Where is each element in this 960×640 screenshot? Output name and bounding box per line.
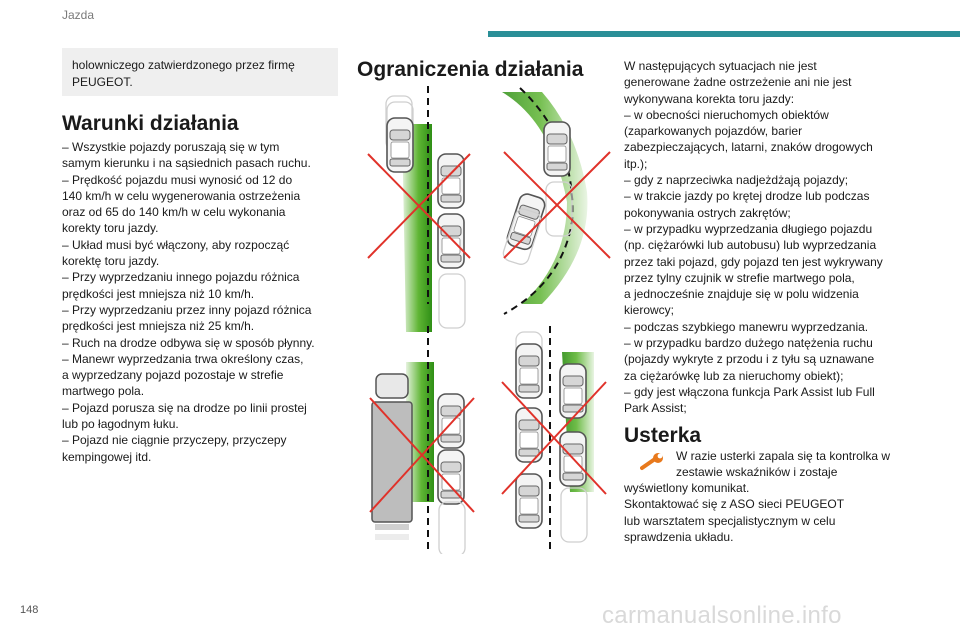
note-box: holowniczego zatwierdzonego przez firmę … <box>62 48 338 96</box>
page-number: 148 <box>20 604 39 616</box>
conditions-text: – Wszystkie pojazdy poruszają się w tym s… <box>62 139 347 465</box>
limits-line: przez taki pojazd, gdy pojazd ten jest w… <box>624 254 883 269</box>
conditions-line: korekty toru jazdy. <box>62 221 159 236</box>
fault-line: wyświetlony komunikat. <box>624 481 750 495</box>
limits-heading: Ograniczenia działania <box>357 58 584 81</box>
conditions-line: a wyprzedzany pojazd pozostaje w strefie <box>62 368 284 383</box>
conditions-line: prędkości jest mniejsza niż 10 km/h. <box>62 286 255 301</box>
limits-line: kierowcy; <box>624 303 675 318</box>
conditions-line: oraz od 65 do 140 km/h w celu wykonania <box>62 205 286 220</box>
conditions-line: – Manewr wyprzedzania trwa określony cza… <box>62 351 304 366</box>
conditions-line: – Pojazd porusza się na drodze po linii … <box>62 400 307 415</box>
fault-line: Skontaktować się z ASO sieci PEUGEOT <box>624 497 845 512</box>
limits-line: pokonywania ostrych zakrętów; <box>624 205 791 220</box>
conditions-line: prędkości jest mniejsza niż 25 km/h. <box>62 319 255 334</box>
note-text: holowniczego zatwierdzonego przez firmę … <box>72 58 295 89</box>
limitations-diagram <box>367 86 611 554</box>
limits-line: W następujących sytuacjach nie jest <box>624 59 817 73</box>
panel-static-objects <box>367 86 471 332</box>
fault-text: wyświetlony komunikat. Skontaktować się z… <box>624 480 914 545</box>
fault-text-indented: W razie usterki zapala się ta kontrolka … <box>676 448 916 481</box>
conditions-line: martwego pola. <box>62 384 145 399</box>
conditions-line: – Układ musi być włączony, aby rozpocząć <box>62 237 290 252</box>
conditions-line: – Prędkość pojazdu musi wynosić od 12 do <box>62 172 293 187</box>
watermark: carmanualsonline.info <box>602 602 842 629</box>
panel-long-vehicle <box>369 326 475 554</box>
limits-line: wykonywana korekta toru jazdy: <box>624 91 795 106</box>
fault-line: sprawdzenia układu. <box>624 529 734 544</box>
panel-curved-road <box>500 87 611 315</box>
limits-line: – podczas szybkiego manewru wyprzedzania… <box>624 319 869 334</box>
conditions-line: lub po łagodnym łuku. <box>62 417 179 432</box>
fault-line: W razie usterki zapala się ta kontrolka … <box>676 449 891 463</box>
panel-heavy-traffic <box>501 326 607 550</box>
limits-line: – gdy jest włączona funkcja Park Assist … <box>624 384 875 399</box>
limits-line: (np. ciężarówki lub autobusu) lub wyprze… <box>624 238 877 253</box>
conditions-line: kempingowej itd. <box>62 449 152 464</box>
fault-line: zestawie wskaźników i zostaje <box>676 465 838 480</box>
conditions-line: – Pojazd nie ciągnie przyczepy, przyczep… <box>62 433 287 448</box>
wrench-icon <box>640 453 663 470</box>
limits-text: W następujących sytuacjach nie jest gener… <box>624 58 924 417</box>
limits-line: – w przypadku bardzo dużego natężenia ru… <box>624 336 873 351</box>
limits-line: za ciężarówkę lub za nieruchomy obiekt); <box>624 368 844 383</box>
fault-heading: Usterka <box>624 424 702 447</box>
conditions-line: – Przy wyprzedzaniu przez inny pojazd ró… <box>62 302 312 317</box>
limits-line: itp.); <box>624 156 648 171</box>
conditions-line: – Wszystkie pojazdy poruszają się w tym <box>62 140 280 154</box>
limits-line: (zaparkowanych pojazdów, barier <box>624 124 803 139</box>
fault-line: lub warsztatem specjalistycznym w celu <box>624 513 836 528</box>
limits-line: zabezpieczających, latarni, znaków drogo… <box>624 140 873 155</box>
limits-line: – gdy z naprzeciwka nadjeżdżają pojazdy; <box>624 173 849 188</box>
conditions-line: – Przy wyprzedzaniu innego pojazdu różni… <box>62 270 300 285</box>
section-title: Jazda <box>62 8 95 22</box>
limits-line: przez tylny czujnik w strefie martwego p… <box>624 270 855 285</box>
limits-line: – w obecności nieruchomych obiektów <box>624 107 829 122</box>
conditions-line: 140 km/h w celu wygenerowania ostrzeżeni… <box>62 188 301 203</box>
conditions-line: – Ruch na drodze odbywa się w sposób pły… <box>62 335 315 350</box>
limits-line: (pojazdy wykryte z przodu i z tyłu są uz… <box>624 352 875 367</box>
limits-line: Park Assist; <box>624 401 687 416</box>
limits-line: – w trakcie jazdy po krętej drodze lub p… <box>624 189 870 204</box>
conditions-line: korektę toru jazdy. <box>62 254 160 269</box>
conditions-line: samym kierunku i na sąsiednich pasach ru… <box>62 156 311 171</box>
conditions-heading: Warunki działania <box>62 112 239 135</box>
limits-line: – w przypadku wyprzedzania długiego poja… <box>624 221 873 236</box>
limits-line: a jednocześnie znajduje się w polu widze… <box>624 287 859 302</box>
limits-line: generowane żadne ostrzeżenie ani nie jes… <box>624 75 852 90</box>
header-accent-bar <box>488 31 960 37</box>
